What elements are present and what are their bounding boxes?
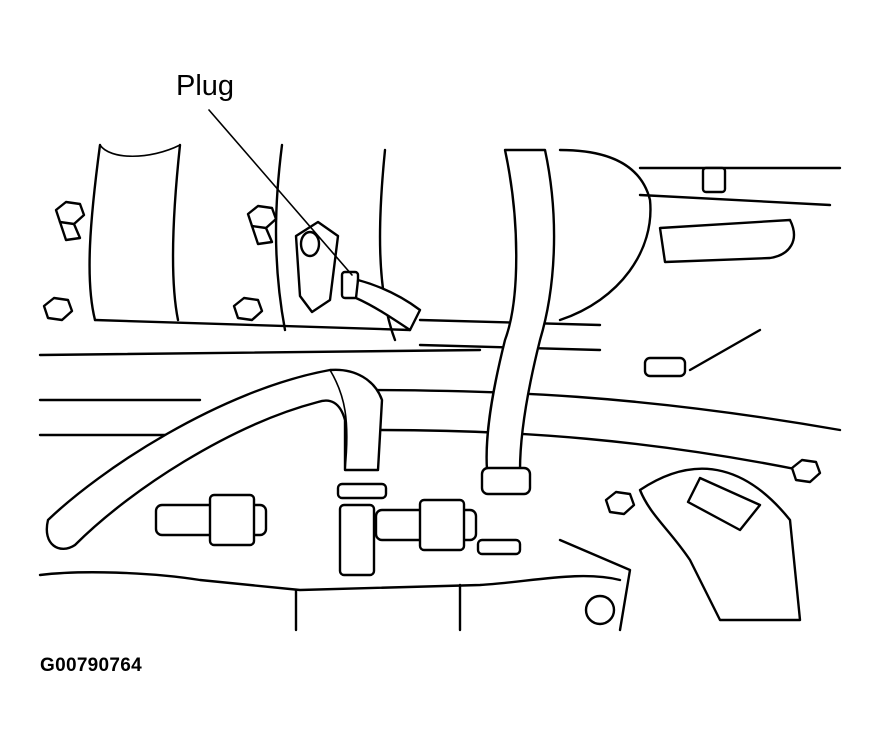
bolt-right-2	[604, 490, 636, 516]
upper-right-pipe	[558, 148, 842, 322]
bolt-lower-left	[42, 296, 74, 322]
small-clamp-right	[643, 328, 762, 378]
figure-id: G00790764	[40, 655, 143, 676]
plug-fitting	[294, 220, 360, 314]
fuel-rail-pipes	[38, 318, 842, 472]
hose-clamp-left	[336, 482, 388, 577]
hose-clamp-center	[476, 466, 532, 556]
injector-left	[154, 493, 268, 547]
bolt-upper-middle	[246, 204, 278, 246]
vertical-hose	[485, 148, 556, 472]
plug-hose	[354, 278, 422, 332]
radiator-hose-right	[638, 467, 802, 622]
intake-manifold	[38, 143, 482, 357]
plug-callout-label: Plug	[176, 70, 235, 102]
bolt-right-1	[790, 458, 822, 484]
bolt-lower-middle	[232, 296, 264, 322]
plug-leader-line	[208, 109, 353, 276]
injector-right	[374, 498, 478, 552]
large-curved-hose	[45, 368, 384, 550]
lower-block	[38, 538, 632, 632]
bolt-upper-left	[54, 200, 86, 242]
